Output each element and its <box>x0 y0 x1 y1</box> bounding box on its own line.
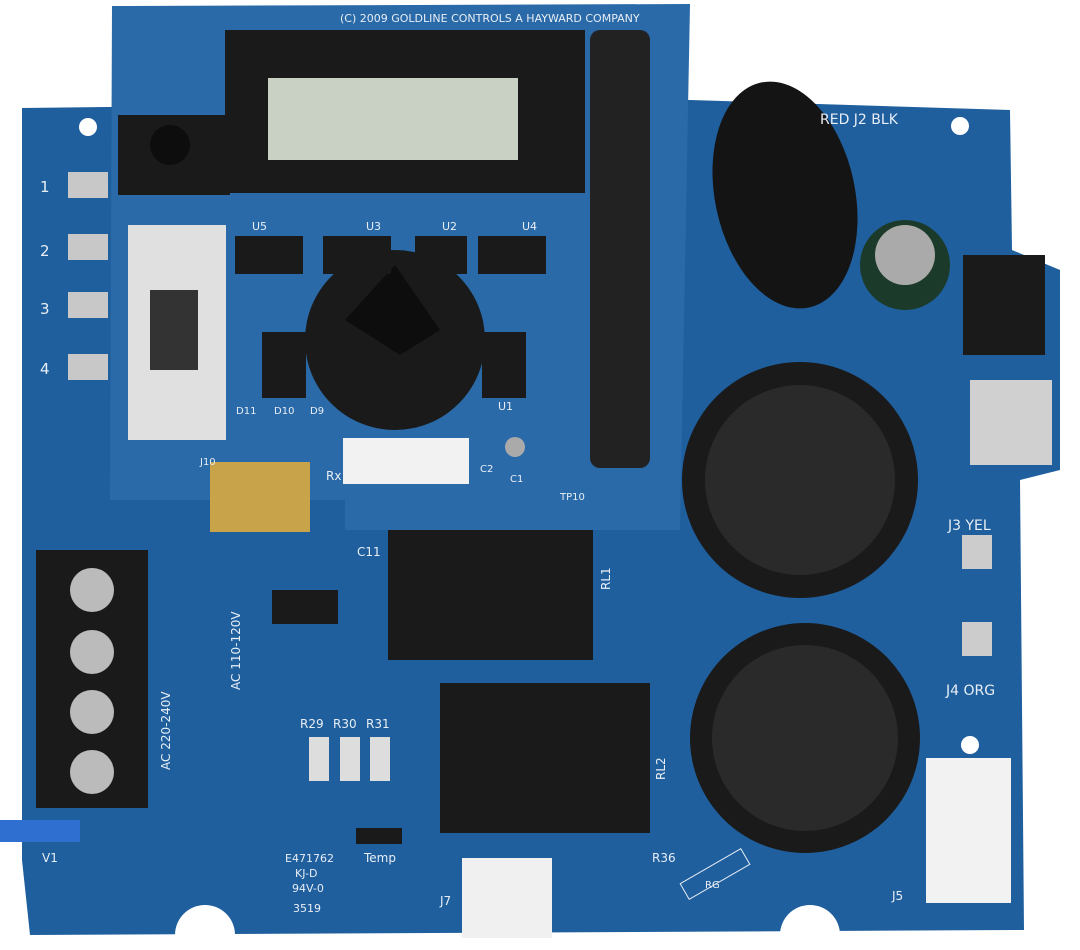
terminal-label: 1 <box>40 178 50 196</box>
pin-header <box>590 30 650 468</box>
resistors <box>309 737 390 781</box>
resistor-rg <box>679 848 751 900</box>
spade-terminal <box>962 535 992 569</box>
board-notch <box>780 905 840 935</box>
c11-label: C11 <box>357 545 381 559</box>
rx-label: Rx <box>326 469 341 483</box>
date-code: 3519 <box>293 902 321 915</box>
relay-rl1 <box>388 530 593 660</box>
voltage-regulator <box>963 255 1045 355</box>
ic-chip <box>272 590 338 624</box>
lcd-screen <box>268 78 518 160</box>
j3-label: J3 YEL <box>947 518 991 534</box>
ul-code: KJ-D <box>295 867 318 880</box>
terminal-label: 2 <box>40 242 50 260</box>
varistor <box>0 820 80 842</box>
j10-label: J10 <box>199 457 216 468</box>
r29-label: R29 <box>300 717 324 731</box>
small-capacitor <box>505 437 525 457</box>
c2-label: C2 <box>480 464 493 475</box>
terminal-label: 3 <box>40 300 50 318</box>
relay-rl2 <box>440 683 650 833</box>
j2-label: RED J2 BLK <box>820 112 899 128</box>
mount-hole <box>79 118 97 136</box>
temp-label: Temp <box>363 851 396 865</box>
connector-j7 <box>462 858 552 938</box>
mount-hole <box>951 117 969 135</box>
d11-label: D11 <box>236 406 256 417</box>
heatsink <box>970 380 1052 465</box>
ic-chips <box>235 236 546 398</box>
connector-j5 <box>926 758 1011 903</box>
d9-label: D9 <box>310 406 324 417</box>
spade-terminals <box>68 172 108 380</box>
potting-blob <box>712 81 858 309</box>
r36-label: R36 <box>652 851 676 865</box>
v1-label: V1 <box>42 851 58 865</box>
j5-label: J5 <box>891 889 903 903</box>
push-button[interactable] <box>150 125 190 165</box>
edge-connector-j10 <box>210 462 310 532</box>
rg-label: RG <box>705 880 720 891</box>
ac-high-label: AC 220-240V <box>159 691 173 770</box>
c1-label: C1 <box>510 474 523 485</box>
ac-low-label: AC 110-120V <box>229 611 243 690</box>
connector-j1 <box>343 438 469 484</box>
ul-code: 94V-0 <box>292 882 324 895</box>
terminal-label: 4 <box>40 360 50 378</box>
u5-label: U5 <box>252 220 267 233</box>
j7-label: J7 <box>439 894 451 908</box>
board-notch <box>175 905 235 935</box>
rl2-label: RL2 <box>654 757 668 780</box>
u4-label: U4 <box>522 220 537 233</box>
u1-label: U1 <box>498 400 513 413</box>
r31-label: R31 <box>366 717 390 731</box>
temp-header[interactable] <box>356 828 402 844</box>
d10-label: D10 <box>274 406 294 417</box>
mount-hole <box>961 736 979 754</box>
j4-label: J4 ORG <box>945 683 995 699</box>
u3-label: U3 <box>366 220 381 233</box>
screw-terminal-block <box>36 550 148 808</box>
tp10-label: TP10 <box>559 492 585 503</box>
u2-label: U2 <box>442 220 457 233</box>
ul-code: E471762 <box>285 852 334 865</box>
r30-label: R30 <box>333 717 357 731</box>
spade-terminal <box>962 622 992 656</box>
rl1-label: RL1 <box>599 567 613 590</box>
copyright-label: (C) 2009 GOLDLINE CONTROLS A HAYWARD COM… <box>340 12 640 25</box>
